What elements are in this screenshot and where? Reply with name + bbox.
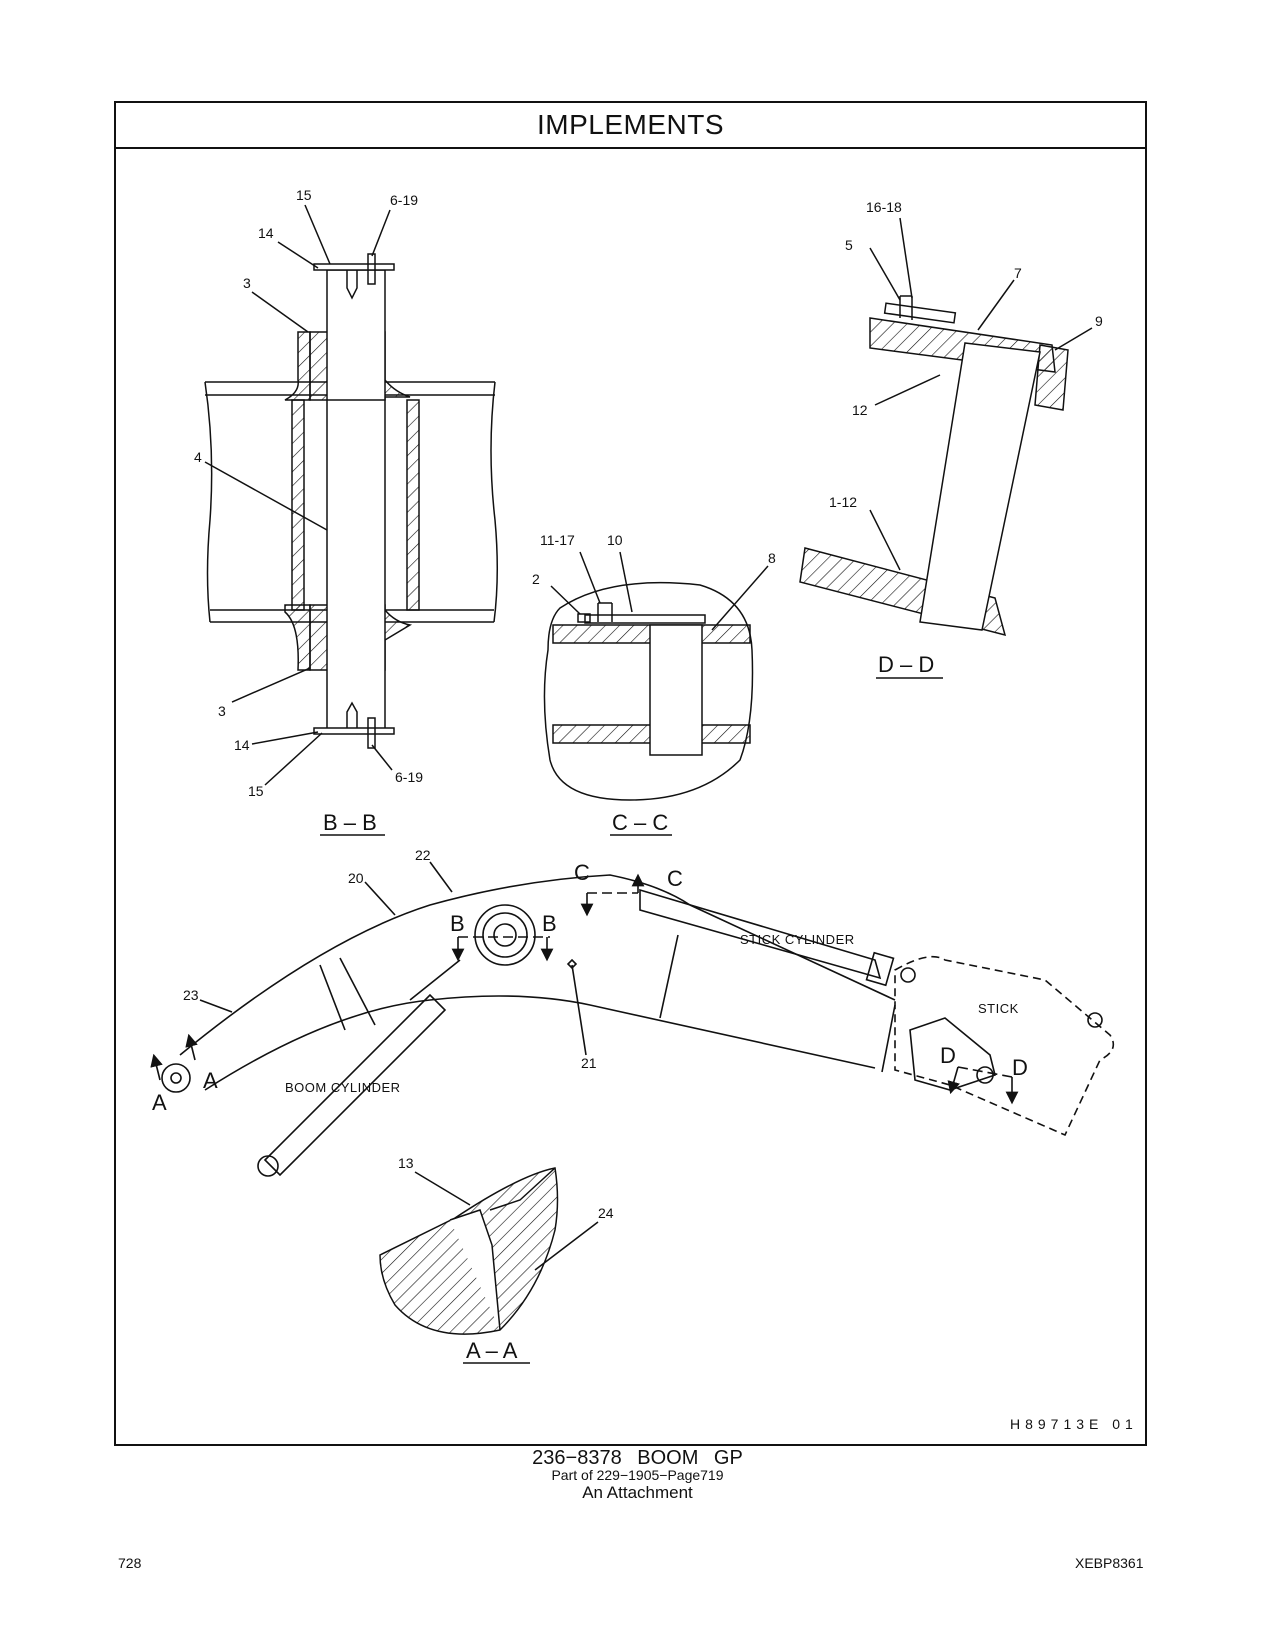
callout-10: 10 <box>607 532 623 548</box>
document-id: XEBP8361 <box>1075 1555 1144 1571</box>
callout-14: 14 <box>234 737 250 753</box>
callout-16-18: 16-18 <box>866 199 902 215</box>
section-cc-view <box>543 551 769 836</box>
callout-6-19: 6-19 <box>390 192 418 208</box>
section-mark-c: C <box>667 866 683 891</box>
callout-8: 8 <box>768 550 776 566</box>
boom-cylinder-label: BOOM CYLINDER <box>285 1080 401 1095</box>
callout-14: 14 <box>258 225 274 241</box>
section-mark-b: B <box>450 911 465 936</box>
page-number: 728 <box>118 1555 142 1571</box>
section-dd-view <box>799 217 1093 679</box>
callout-15: 15 <box>248 783 264 799</box>
page-title: IMPLEMENTS <box>116 103 1145 149</box>
callout-20: 20 <box>348 870 364 886</box>
section-dd-callouts: 16-18 5 7 9 12 1-12 D – D <box>829 199 1103 677</box>
section-mark-c: C <box>574 860 590 885</box>
callout-9: 9 <box>1095 313 1103 329</box>
section-cc-callouts: 11-17 10 2 8 C – C <box>532 532 776 835</box>
callout-15: 15 <box>296 187 312 203</box>
callout-2: 2 <box>532 571 540 587</box>
section-mark-d: D <box>1012 1055 1028 1080</box>
callout-13: 13 <box>398 1155 414 1171</box>
drawing-number: H89713E 01 <box>1010 1416 1138 1432</box>
section-label-dd: D – D <box>878 652 934 677</box>
callout-3: 3 <box>218 703 226 719</box>
section-aa-view <box>379 1167 599 1364</box>
callout-3: 3 <box>243 275 251 291</box>
figure-caption: 236−8378 BOOM GP Part of 229−1905−Page71… <box>0 1447 1275 1502</box>
section-mark-d: D <box>940 1043 956 1068</box>
section-mark-b: B <box>542 911 557 936</box>
callout-21: 21 <box>581 1055 597 1071</box>
boom-main-callouts: 22 20 23 21 C C B B D D A A STICK CYLIND… <box>152 847 1028 1115</box>
illustration-frame: IMPLEMENTS <box>114 101 1147 1446</box>
callout-24: 24 <box>598 1205 614 1221</box>
section-label-cc: C – C <box>612 810 668 835</box>
stick-cylinder-label: STICK CYLINDER <box>740 932 855 947</box>
stick-label: STICK <box>978 1001 1019 1016</box>
callout-12: 12 <box>852 402 868 418</box>
callout-23: 23 <box>183 987 199 1003</box>
caption-part-of: Part of 229−1905−Page719 <box>551 1467 724 1483</box>
section-mark-a: A <box>152 1090 167 1115</box>
callout-6-19: 6-19 <box>395 769 423 785</box>
callout-5: 5 <box>845 237 853 253</box>
section-mark-a: A <box>203 1068 218 1093</box>
callout-1-12: 1-12 <box>829 494 857 510</box>
section-label-aa: A – A <box>466 1338 518 1363</box>
callout-4: 4 <box>194 449 202 465</box>
caption-attachment: An Attachment <box>582 1483 693 1502</box>
callout-22: 22 <box>415 847 431 863</box>
section-aa-callouts: 13 24 A – A <box>398 1155 614 1363</box>
callout-7: 7 <box>1014 265 1022 281</box>
section-bb-callouts: 15 6-19 14 3 4 3 14 15 6-19 B – B <box>194 187 423 835</box>
caption-title: 236−8378 BOOM GP <box>532 1447 743 1469</box>
callout-11-17: 11-17 <box>540 532 575 548</box>
section-label-bb: B – B <box>323 810 377 835</box>
section-bb-view <box>204 204 499 836</box>
boom-main-view <box>150 861 1115 1177</box>
